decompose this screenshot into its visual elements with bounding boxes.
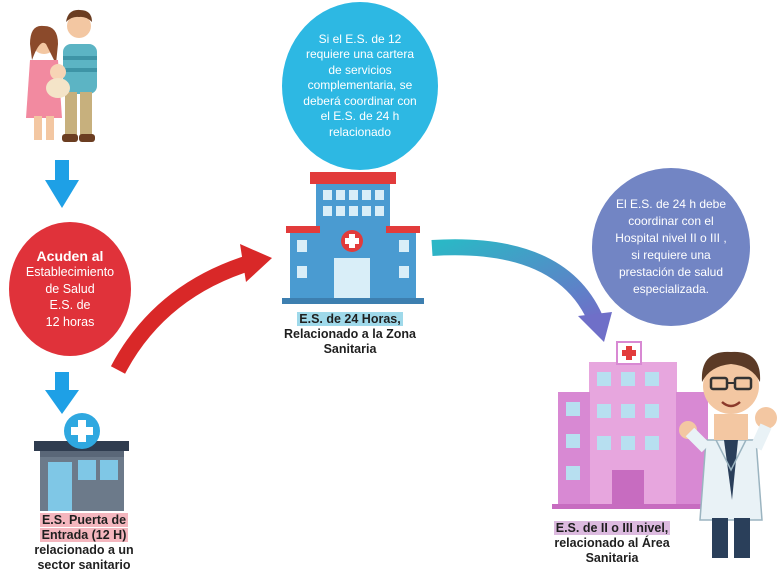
node-hospital-note-line: si requiere una [631, 248, 711, 262]
node-es-24h-note-line: relacionado [328, 124, 392, 139]
node-es-12h-line: 12 horas [45, 314, 95, 329]
label-hospital-highlight: E.S. de II o III nivel, [553, 521, 671, 535]
node-es-24h-note-line: deberá coordinar con [303, 93, 417, 108]
node-hospital-note-line: El E.S. de 24 h debe [615, 197, 727, 211]
arrow-teal-curve [431, 239, 612, 342]
label-es-24h: E.S. de 24 Horas, Relacionado a la Zona … [268, 312, 432, 357]
label-es-12h-highlight: E.S. Puerta de [39, 513, 129, 527]
arrow-red-curve [110, 244, 272, 374]
node-es-12h-line: E.S. de [49, 298, 91, 313]
family-icon [26, 9, 97, 142]
label-hospital-line: Sanitaria [585, 551, 639, 565]
label-es-12h: E.S. Puerta de Entrada (12 H) relacionad… [12, 513, 156, 573]
node-es-12h-line: Establecimiento [25, 265, 115, 280]
label-es-12h-line: relacionado a un [34, 543, 134, 557]
node-es-12h: Acuden al Establecimiento de Salud E.S. … [9, 222, 131, 356]
label-es-12h-highlight: Entrada (12 H) [39, 528, 129, 542]
label-es-12h-line: sector sanitario [37, 558, 131, 572]
node-es-24h-note-line: Si el E.S. de 12 [318, 31, 402, 46]
node-es-24h-note-line: requiere una cartera [305, 47, 415, 62]
node-es-12h-line: de Salud [45, 281, 95, 296]
clinic-12h-icon [34, 413, 129, 511]
node-hospital-note: El E.S. de 24 h debe coordinar con el Ho… [592, 168, 750, 326]
hospital-icon [552, 341, 714, 509]
building-24h-icon [282, 172, 424, 304]
node-hospital-note-line: especializada. [632, 282, 710, 296]
doctor-icon [679, 351, 777, 558]
node-es-24h-note-line: el E.S. de 24 h [320, 109, 400, 124]
arrow-down-2 [45, 372, 79, 414]
label-es-24h-line: Relacionado a la Zona [284, 327, 416, 341]
node-es-24h-note-line: de servicios [328, 62, 392, 77]
node-hospital-note-line: Hospital nivel II o III , [615, 231, 727, 245]
node-es-12h-title: Acuden al [36, 247, 104, 264]
node-es-24h-note-line: complementaria, se [307, 78, 413, 93]
label-hospital: E.S. de II o III nivel, relacionado al Á… [530, 521, 694, 566]
label-hospital-line: relacionado al Área [554, 536, 670, 550]
node-es-24h-note: Si el E.S. de 12 requiere una cartera de… [282, 2, 438, 170]
node-hospital-note-line: coordinar con el [628, 214, 714, 228]
node-hospital-note-line: prestación de salud [618, 265, 724, 279]
arrow-down-1 [45, 160, 79, 208]
label-es-24h-highlight: E.S. de 24 Horas, [297, 312, 403, 326]
label-es-24h-line: Sanitaria [323, 342, 377, 356]
